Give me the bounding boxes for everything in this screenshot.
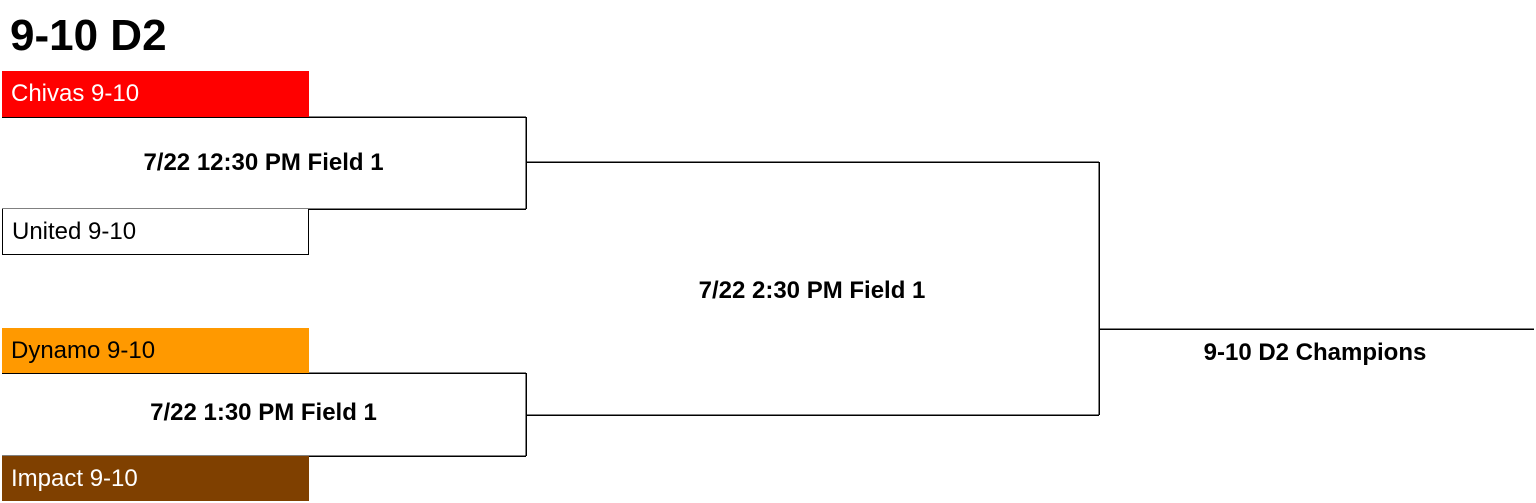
game-2-label: 7/22 1:30 PM Field 1 <box>150 399 377 426</box>
bracket-title: 9-10 D2 <box>10 11 167 60</box>
team-slot-impact: Impact 9-10 <box>2 456 309 501</box>
team-name: Chivas 9-10 <box>11 80 140 107</box>
team-slot-dynamo: Dynamo 9-10 <box>2 328 309 373</box>
team-slot-chivas: Chivas 9-10 <box>2 71 309 117</box>
champions-label: 9-10 D2 Champions <box>1203 339 1427 366</box>
team-slot-united: United 9-10 <box>2 209 309 255</box>
team-name: Impact 9-10 <box>11 464 138 492</box>
team-name: United 9-10 <box>12 217 137 245</box>
team-name: Dynamo 9-10 <box>11 336 156 364</box>
game-1-label: 7/22 12:30 PM Field 1 <box>143 149 384 176</box>
final-game-label: 7/22 2:30 PM Field 1 <box>698 277 926 304</box>
